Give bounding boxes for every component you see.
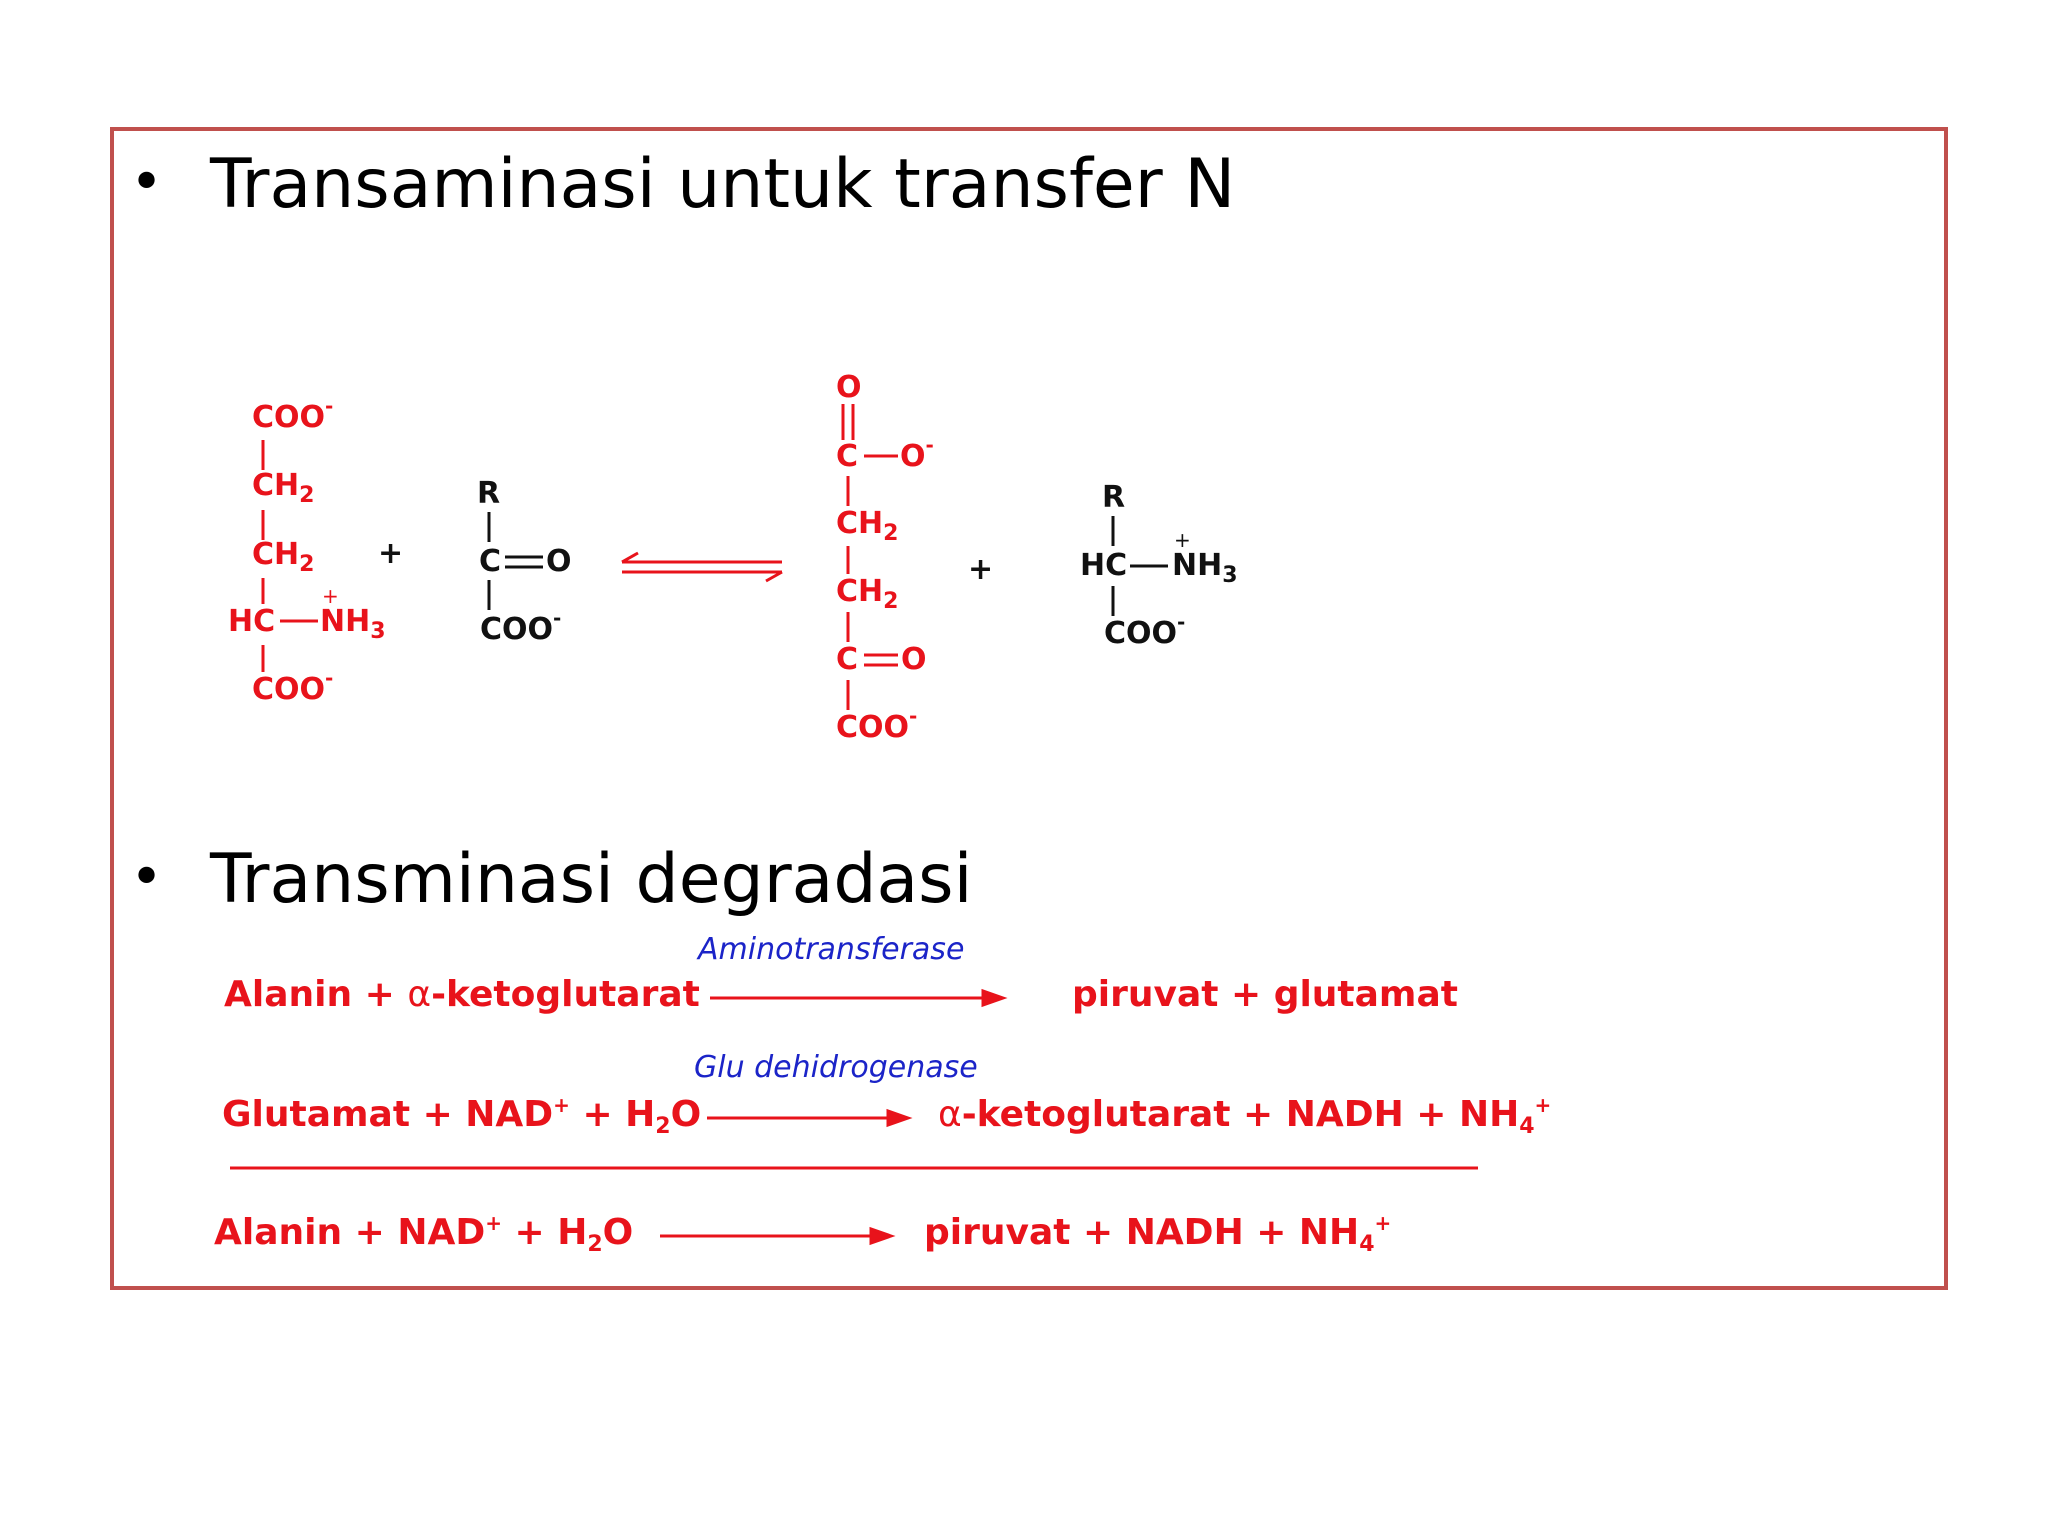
akg-c-top: C <box>836 439 859 474</box>
reaction3-rhs: piruvat + NADH + NH4+ <box>924 1211 1392 1257</box>
enzyme-aminotransferase: Aminotransferase <box>698 932 965 967</box>
ketoacid-o: O <box>546 544 572 579</box>
akg-ch2-a: CH2 <box>836 506 899 546</box>
glu-ch2-b: CH2 <box>252 537 315 577</box>
glu-nh3: NH3 <box>320 604 386 644</box>
reaction3-lhs: Alanin + NAD+ + H2O <box>214 1211 634 1257</box>
amino-hc: HC <box>1080 548 1128 583</box>
akg-coo: COO- <box>836 704 918 745</box>
reaction2-rhs: α-ketoglutarat + NADH + NH4+ <box>938 1093 1552 1139</box>
akg-ch2-b: CH2 <box>836 574 899 614</box>
glu-ch2-a: CH2 <box>252 468 315 508</box>
bullet-dot-2: • <box>130 845 164 910</box>
amino-r: R <box>1102 480 1126 515</box>
enzyme-glu-dehidrogenase: Glu dehidrogenase <box>694 1050 978 1085</box>
plus-sign-2: + <box>968 552 994 587</box>
ketoacid-c: C <box>479 544 502 579</box>
glu-nh3-charge: + <box>322 584 339 608</box>
akg-o-minus: O- <box>900 433 934 474</box>
bullet-dot-1: • <box>130 150 164 215</box>
slide-frame <box>110 127 1948 1290</box>
bullet-title-2: Transminasi degradasi <box>210 840 973 919</box>
bullet-title-1: Transaminasi untuk transfer N <box>210 145 1236 224</box>
akg-o-keto: O <box>901 642 927 677</box>
plus-sign-1: + <box>378 536 404 571</box>
reaction1-rhs: piruvat + glutamat <box>1072 974 1458 1015</box>
glu-hc: HC <box>228 604 276 639</box>
ketoacid-coo: COO- <box>480 606 562 647</box>
amino-nh3: NH3 <box>1172 548 1238 588</box>
glu-coo-bottom: COO- <box>252 666 334 707</box>
reaction2-lhs: Glutamat + NAD+ + H2O <box>222 1093 702 1139</box>
amino-nh3-charge: + <box>1174 528 1191 552</box>
ketoacid-r: R <box>477 476 501 511</box>
amino-coo: COO- <box>1104 610 1186 651</box>
akg-o-top: O <box>836 370 862 405</box>
glu-coo-top: COO- <box>252 394 334 435</box>
akg-c-keto: C <box>836 642 859 677</box>
reaction1-lhs: Alanin + α-ketoglutarat <box>224 974 700 1015</box>
